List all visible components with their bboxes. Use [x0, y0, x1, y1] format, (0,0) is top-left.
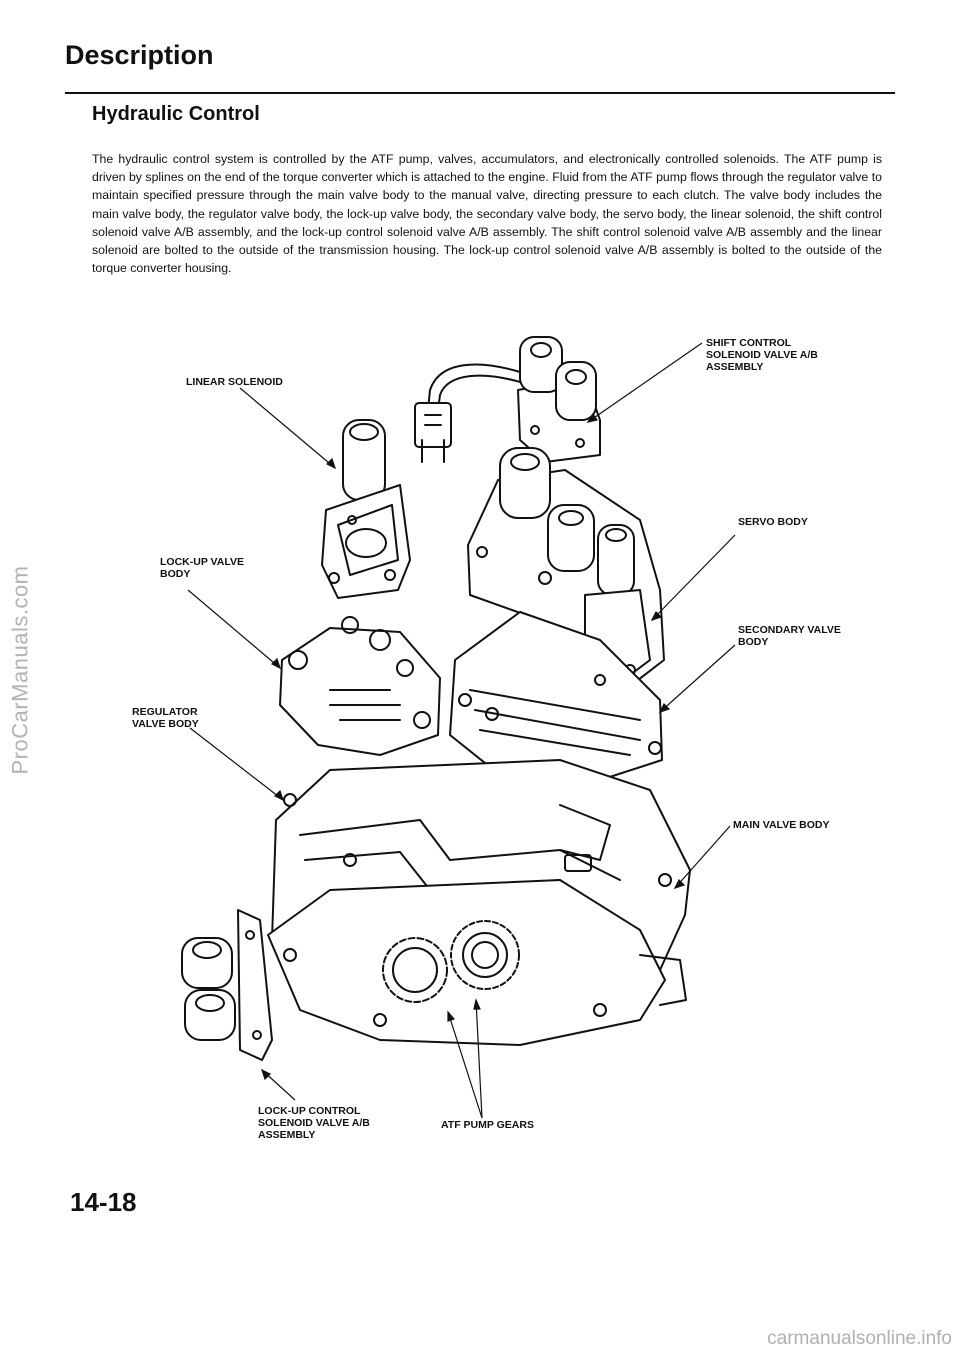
lockup-valve-body [279, 616, 441, 756]
body-paragraph: The hydraulic control system is controll… [92, 152, 882, 276]
label-lockup-valve-body: LOCK-UP VALVE BODY [160, 556, 245, 580]
lockup-control-solenoid-assembly [181, 909, 273, 1061]
label-servo-body: SERVO BODY [738, 516, 808, 528]
shift-control-solenoid-assembly [414, 336, 601, 463]
secondary-valve-body [449, 611, 663, 786]
footer-site: carmanualsonline.info [767, 1328, 952, 1349]
label-secondary-valve-body: SECONDARY VALVE BODY [738, 624, 841, 648]
label-atf-pump-gears: ATF PUMP GEARS [441, 1119, 534, 1131]
atf-pump-gears [382, 920, 520, 1003]
label-shift-control-solenoid: SHIFT CONTROL SOLENOID VALVE A/B ASSEMBL… [706, 337, 818, 373]
label-main-valve-body: MAIN VALVE BODY [733, 819, 830, 831]
section-title: Description [65, 40, 214, 70]
subsection-title: Hydraulic Control [92, 103, 260, 125]
linear-solenoid [321, 419, 411, 599]
label-lockup-control-solenoid: LOCK-UP CONTROL SOLENOID VALVE A/B ASSEM… [258, 1105, 370, 1141]
label-linear-solenoid: LINEAR SOLENOID [186, 376, 283, 388]
page-number: 14-18 [70, 1187, 137, 1217]
title-rule [65, 92, 895, 94]
label-regulator-valve-body: REGULATOR VALVE BODY [132, 706, 199, 730]
